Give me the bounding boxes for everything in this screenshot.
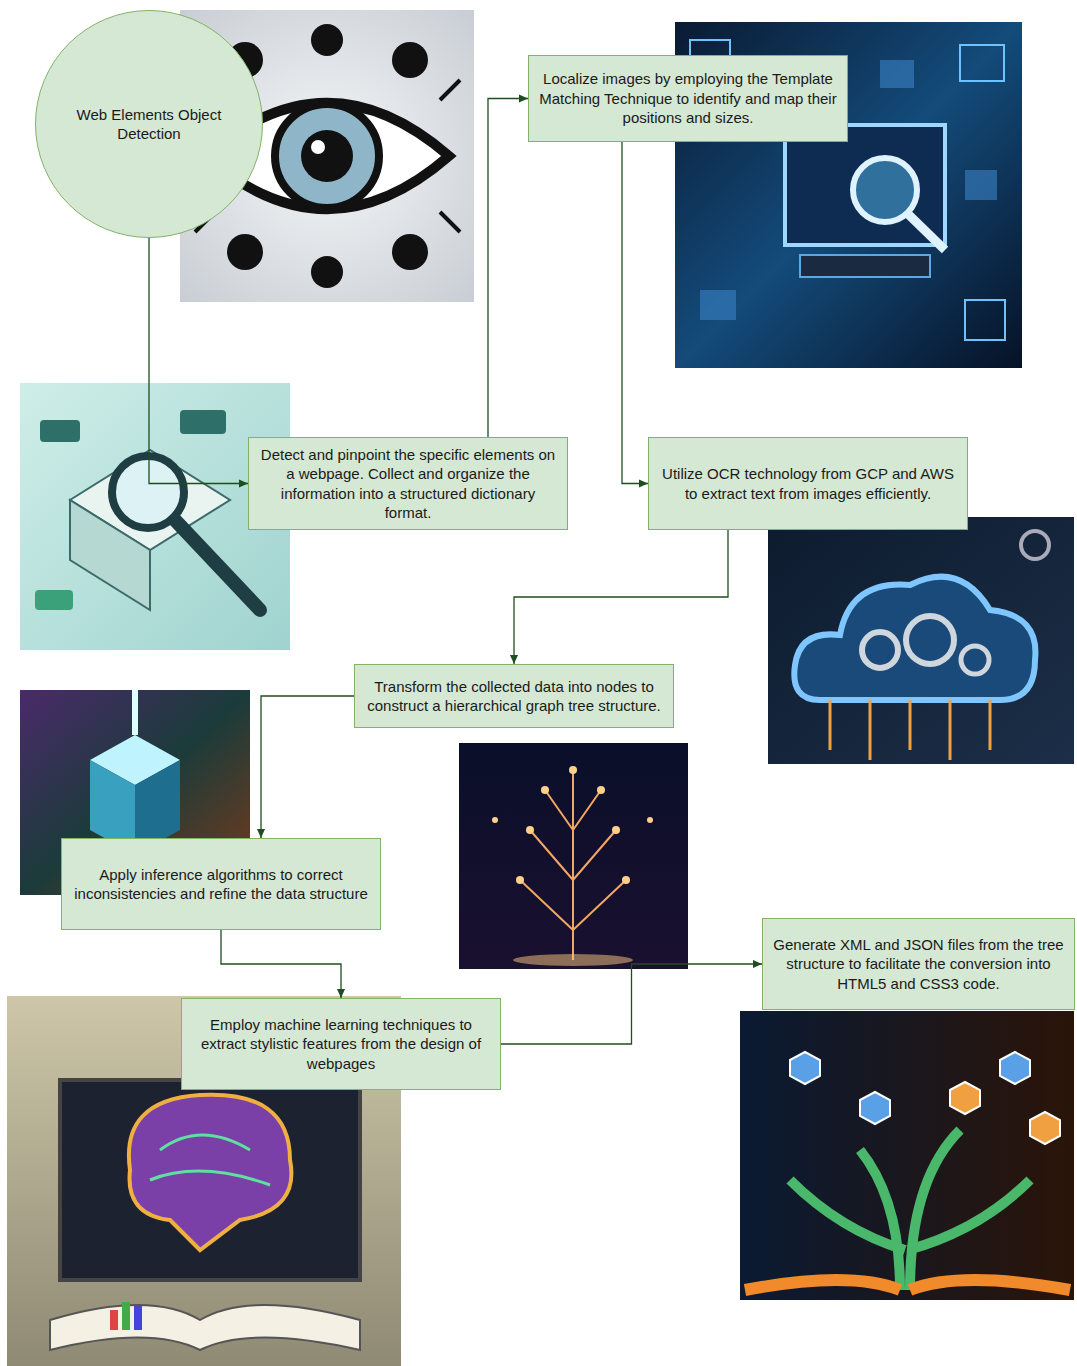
flow-arrow <box>261 696 354 838</box>
node-text: Localize images by employing the Templat… <box>536 69 840 128</box>
node-text: Employ machine learning techniques to ex… <box>189 1015 493 1074</box>
node-text: Utilize OCR technology from GCP and AWS … <box>656 464 960 503</box>
flow-arrow <box>622 142 648 484</box>
code-tree-illustration <box>740 1011 1074 1300</box>
flow-arrow <box>514 530 728 664</box>
process-box: Utilize OCR technology from GCP and AWS … <box>648 437 968 530</box>
flow-arrow <box>501 964 762 1044</box>
process-box: Generate XML and JSON files from the tre… <box>762 918 1075 1010</box>
process-box: Apply inference algorithms to correct in… <box>61 838 381 930</box>
flow-arrow <box>488 99 528 438</box>
node-text: Apply inference algorithms to correct in… <box>69 865 373 904</box>
process-box: Employ machine learning techniques to ex… <box>181 998 501 1090</box>
process-box: Localize images by employing the Templat… <box>528 55 848 142</box>
flow-arrow <box>149 238 248 484</box>
tree-illustration <box>459 743 688 969</box>
node-text: Web Elements Object Detection <box>76 105 222 144</box>
process-box: Transform the collected data into nodes … <box>354 664 674 728</box>
node-text: Detect and pinpoint the specific element… <box>256 445 560 523</box>
node-text: Transform the collected data into nodes … <box>362 677 666 716</box>
node-text: Generate XML and JSON files from the tre… <box>770 935 1067 994</box>
start-circle: Web Elements Object Detection <box>35 10 263 238</box>
flow-arrow <box>221 930 341 998</box>
cloud-illustration <box>768 517 1074 764</box>
process-box: Detect and pinpoint the specific element… <box>248 437 568 530</box>
